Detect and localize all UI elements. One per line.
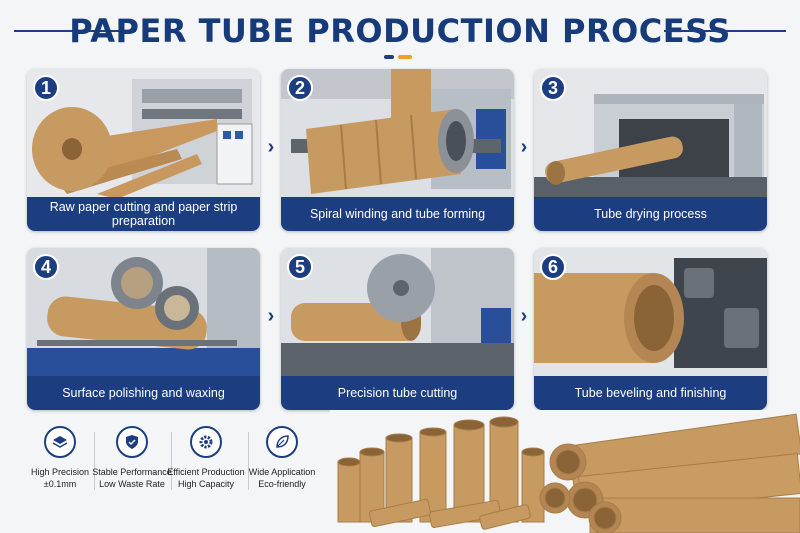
- step-card-4: 4 Surface polishing and waxing: [27, 248, 260, 410]
- step-3-photo: [534, 69, 767, 199]
- step-card-5: 5 Precision tube cutting: [281, 248, 514, 410]
- leaf-icon: [266, 426, 298, 458]
- title-rule-right: [664, 30, 786, 32]
- feature-line1: Stable Performance: [92, 467, 172, 477]
- step-2-photo: [281, 69, 514, 199]
- title-dot-accent: [398, 55, 412, 59]
- step-caption: Tube beveling and finishing: [534, 376, 767, 410]
- layers-icon: [44, 426, 76, 458]
- feature-divider: [248, 432, 249, 490]
- step-number-badge: 6: [540, 254, 566, 280]
- next-arrow-icon: ›: [520, 136, 528, 158]
- step-caption: Surface polishing and waxing: [27, 376, 260, 410]
- step-card-6: 6 Tube beveling and finishing: [534, 248, 767, 410]
- step-number-badge: 1: [33, 75, 59, 101]
- shield-check-icon: [116, 426, 148, 458]
- feature-efficient: Efficient Production High Capacity: [158, 426, 254, 490]
- step-5-photo: [281, 248, 514, 378]
- paper-tubes-illustration: [330, 410, 800, 533]
- feature-line1: High Precision: [30, 467, 90, 477]
- next-arrow-icon: ›: [520, 305, 528, 327]
- feature-line1: Wide Application: [248, 467, 316, 477]
- step-4-photo: [27, 248, 260, 378]
- feature-line2: ±0.1mm: [43, 479, 77, 489]
- step-6-photo: [534, 248, 767, 378]
- step-card-3: 3 Tube drying process: [534, 69, 767, 231]
- feature-line2: Low Waste Rate: [99, 479, 165, 489]
- page-title: PAPER TUBE PRODUCTION PROCESS: [69, 12, 731, 50]
- feature-line2: Eco-friendly: [258, 479, 306, 489]
- step-number-badge: 2: [287, 75, 313, 101]
- step-caption: Tube drying process: [534, 197, 767, 231]
- step-number-badge: 4: [33, 254, 59, 280]
- feature-line1: Efficient Production: [167, 467, 245, 477]
- step-caption: Spiral winding and tube forming: [281, 197, 514, 231]
- title-dot: [384, 55, 394, 59]
- step-card-2: 2 Spiral winding and tube forming: [281, 69, 514, 231]
- feature-wide-application: Wide Application Eco-friendly: [234, 426, 330, 490]
- title-rule-left: [14, 30, 136, 32]
- next-arrow-icon: ›: [267, 305, 275, 327]
- feature-stable: Stable Performance Low Waste Rate: [84, 426, 180, 490]
- step-caption: Raw paper cutting and paper strip prepar…: [27, 197, 260, 231]
- next-arrow-icon: ›: [267, 136, 275, 158]
- gear-icon: [190, 426, 222, 458]
- feature-precision: High Precision ±0.1mm: [12, 426, 108, 490]
- feature-line2: High Capacity: [177, 479, 235, 489]
- step-number-badge: 3: [540, 75, 566, 101]
- step-number-badge: 5: [287, 254, 313, 280]
- feature-divider: [171, 432, 172, 490]
- feature-divider: [94, 432, 95, 490]
- header: PAPER TUBE PRODUCTION PROCESS: [0, 0, 800, 62]
- step-1-photo: [27, 69, 260, 199]
- step-card-1: 1 Raw paper cutting and paper strip prep…: [27, 69, 260, 231]
- step-caption: Precision tube cutting: [281, 376, 514, 410]
